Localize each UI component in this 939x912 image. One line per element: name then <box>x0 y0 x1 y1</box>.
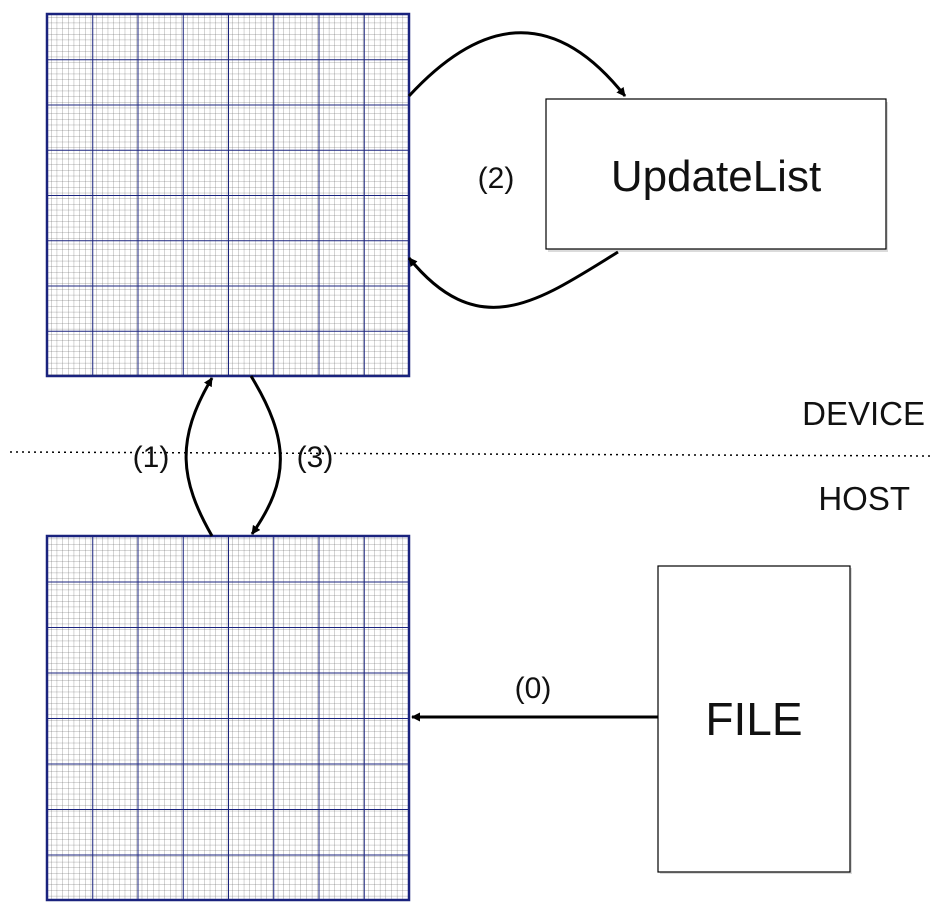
arrow-device-to-host <box>249 375 282 535</box>
step-1-label: (1) <box>133 441 170 474</box>
file-rect <box>657 565 851 873</box>
host-region-label: HOST <box>818 480 910 517</box>
step-3-label: (3) <box>297 441 334 474</box>
update-list-label: UpdateList <box>611 152 821 201</box>
device-region-label: DEVICE <box>802 395 925 432</box>
arrow-host-to-device <box>184 377 214 537</box>
file-box: FILE <box>657 565 852 874</box>
arrow-to-update-list <box>407 31 627 98</box>
file-label: FILE <box>705 693 802 745</box>
host-memory-grid <box>45 534 411 902</box>
device-memory-grid <box>45 12 411 378</box>
arrow-from-update-list <box>407 250 619 309</box>
update-list-box: UpdateList <box>545 98 888 252</box>
update-list-rect <box>545 98 887 250</box>
step-2-label: (2) <box>478 162 515 195</box>
step-0-label: (0) <box>515 672 552 705</box>
